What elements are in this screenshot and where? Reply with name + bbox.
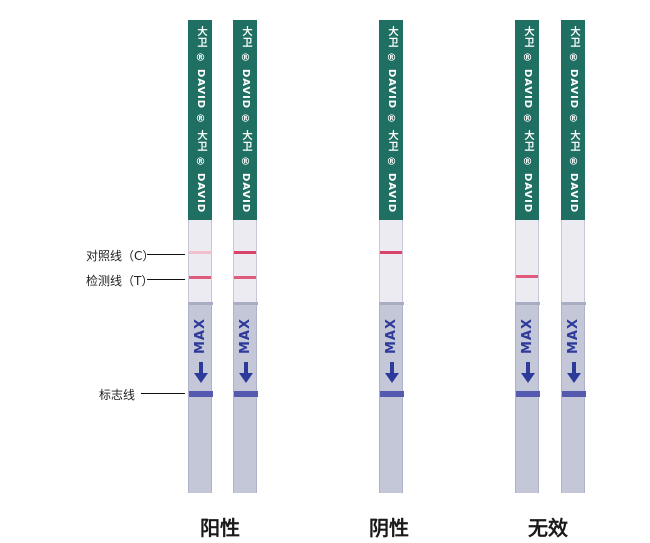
arrow-down-icon: [521, 362, 535, 383]
strip-absorbent-pad: MAX: [188, 302, 213, 493]
max-label: MAX: [566, 318, 581, 355]
strip-brand-text: 大卫 ® DAVID ® 大卫 ® DAVID ® 大卫 ® DAVID ® 大…: [568, 26, 579, 214]
strip-result-window: [561, 220, 585, 302]
strip-brand-band: 大卫 ® DAVID ® 大卫 ® DAVID ® 大卫 ® DAVID ® 大…: [188, 20, 212, 220]
arrow-down-icon: [567, 362, 581, 383]
marker-band: [189, 391, 213, 397]
arrow-down-icon: [385, 362, 399, 383]
pad-seam: [562, 302, 586, 305]
max-label: MAX: [384, 318, 399, 355]
test-band: [516, 275, 538, 278]
strip-brand-band: 大卫 ® DAVID ® 大卫 ® DAVID ® 大卫 ® DAVID ® 大…: [233, 20, 257, 220]
strip-absorbent-pad: MAX: [515, 302, 540, 493]
test-band: [189, 276, 211, 279]
strip-result-window: [515, 220, 539, 302]
strip-brand-band: 大卫 ® DAVID ® 大卫 ® DAVID ® 大卫 ® DAVID ® 大…: [561, 20, 585, 220]
test-band: [234, 276, 256, 279]
test-line-label: 检测线（T）: [86, 274, 154, 288]
pad-seam: [380, 302, 404, 305]
marker-band: [234, 391, 258, 397]
pad-seam: [516, 302, 540, 305]
strip-brand-text: 大卫 ® DAVID ® 大卫 ® DAVID ® 大卫 ® DAVID ® 大…: [522, 26, 533, 214]
control-band: [380, 251, 402, 254]
test-strip-invalid-2: 大卫 ® DAVID ® 大卫 ® DAVID ® 大卫 ® DAVID ® 大…: [561, 20, 586, 493]
control-band: [234, 251, 256, 254]
strip-result-window: [233, 220, 257, 302]
strip-brand-text: 大卫 ® DAVID ® 大卫 ® DAVID ® 大卫 ® DAVID ® 大…: [240, 26, 251, 214]
control-band: [189, 251, 211, 254]
strip-brand-band: 大卫 ® DAVID ® 大卫 ® DAVID ® 大卫 ® DAVID ® 大…: [379, 20, 403, 220]
marker-band: [562, 391, 586, 397]
strip-brand-text: 大卫 ® DAVID ® 大卫 ® DAVID ® 大卫 ® DAVID ® 大…: [195, 26, 206, 214]
marker-line-label: 标志线: [99, 388, 136, 402]
max-label: MAX: [193, 318, 208, 355]
invalid-label: 无效: [528, 516, 568, 540]
strip-absorbent-pad: MAX: [233, 302, 258, 493]
positive-label: 阳性: [200, 516, 240, 540]
strip-brand-band: 大卫 ® DAVID ® 大卫 ® DAVID ® 大卫 ® DAVID ® 大…: [515, 20, 539, 220]
marker-band: [380, 391, 404, 397]
arrow-down-icon: [194, 362, 208, 383]
strip-brand-text: 大卫 ® DAVID ® 大卫 ® DAVID ® 大卫 ® DAVID ® 大…: [386, 26, 397, 214]
test-strip-invalid-1: 大卫 ® DAVID ® 大卫 ® DAVID ® 大卫 ® DAVID ® 大…: [515, 20, 540, 493]
strip-result-window: [188, 220, 212, 302]
control-line-leader: [147, 254, 185, 255]
max-label: MAX: [238, 318, 253, 355]
test-strip-positive-2: 大卫 ® DAVID ® 大卫 ® DAVID ® 大卫 ® DAVID ® 大…: [233, 20, 258, 493]
negative-label: 阴性: [369, 516, 409, 540]
strip-result-window: [379, 220, 403, 302]
strip-absorbent-pad: MAX: [561, 302, 586, 493]
test-strip-positive-1: 大卫 ® DAVID ® 大卫 ® DAVID ® 大卫 ® DAVID ® 大…: [188, 20, 213, 493]
marker-band: [516, 391, 540, 397]
marker-line-leader: [141, 393, 185, 394]
pad-seam: [234, 302, 258, 305]
control-line-label: 对照线（C）: [86, 249, 155, 263]
arrow-down-icon: [239, 362, 253, 383]
test-line-leader: [147, 279, 185, 280]
strip-absorbent-pad: MAX: [379, 302, 404, 493]
max-label: MAX: [520, 318, 535, 355]
pad-seam: [189, 302, 213, 305]
test-strip-negative: 大卫 ® DAVID ® 大卫 ® DAVID ® 大卫 ® DAVID ® 大…: [379, 20, 404, 493]
